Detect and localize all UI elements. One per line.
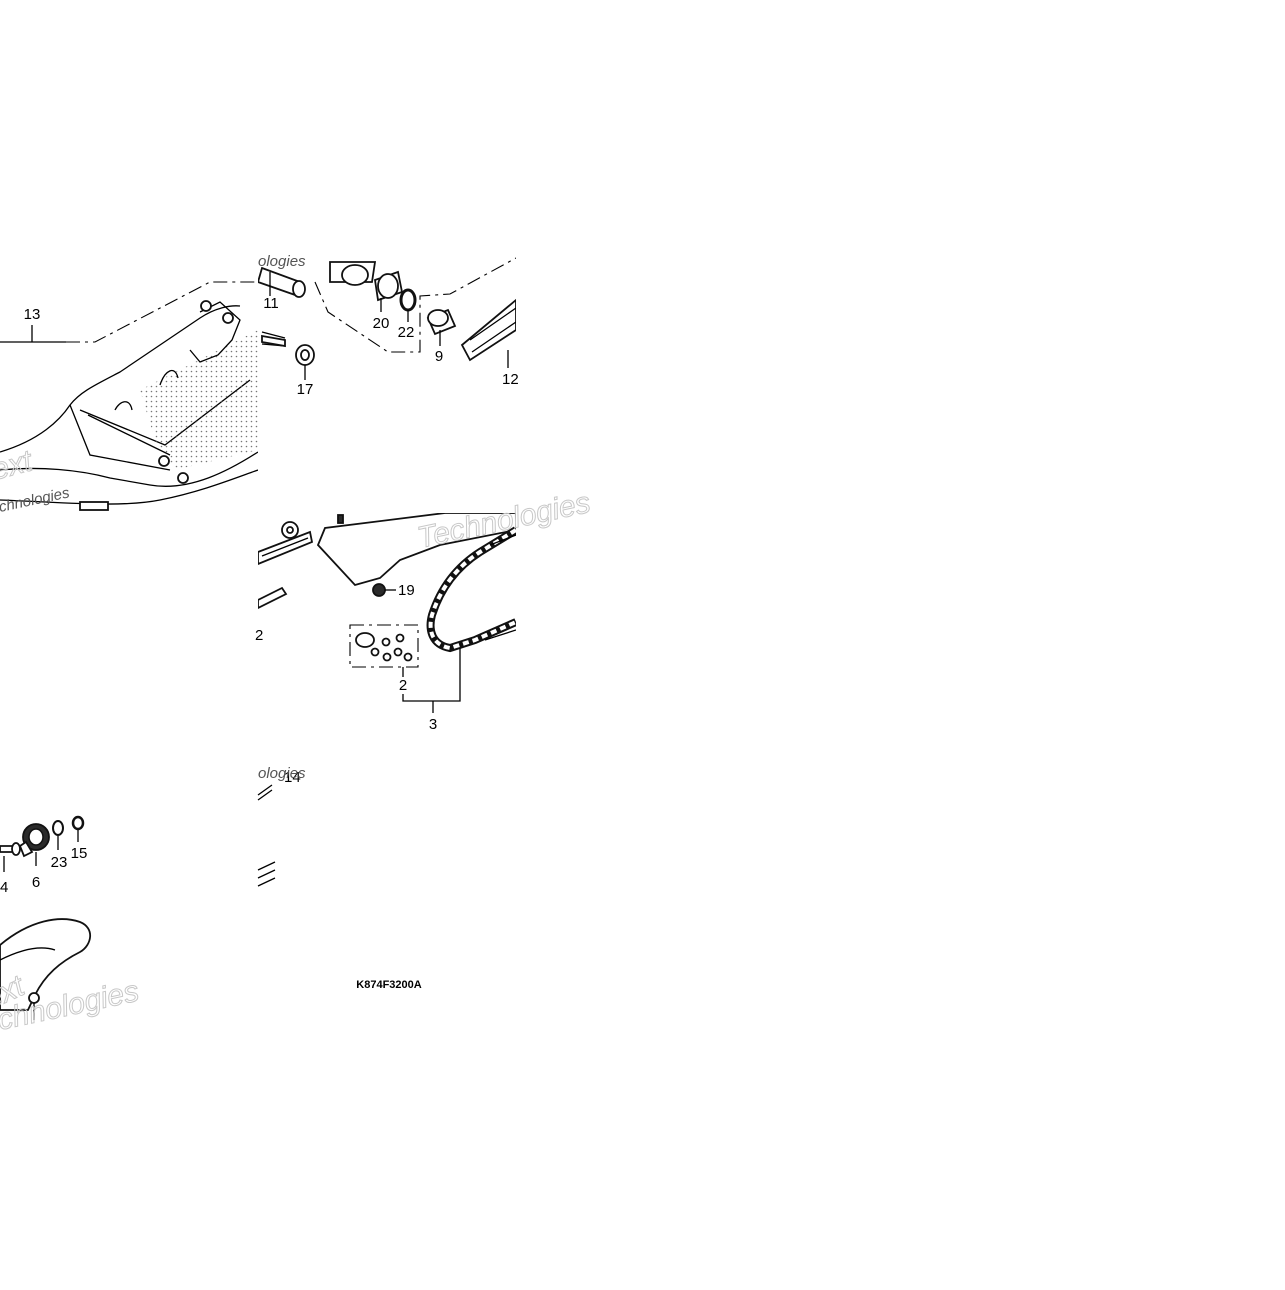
callout-2-left: 2 xyxy=(255,627,263,644)
callout-6: 6 xyxy=(32,874,40,891)
panel-chain-guard: 19 2 2 3 Technologies xyxy=(255,486,594,733)
callout-12: 12 xyxy=(502,371,519,388)
panel-fender: ext chnologies xyxy=(0,918,142,1037)
panel-adjuster-parts: 4 6 23 15 xyxy=(0,815,88,896)
callout-14: 14 xyxy=(284,769,301,786)
callout-20: 20 xyxy=(373,315,390,332)
callout-11: 11 xyxy=(263,295,279,312)
callout-9: 9 xyxy=(435,348,443,365)
callout-13: 13 xyxy=(24,306,41,323)
watermark-fragment: ologies xyxy=(258,253,306,270)
diagram-code: K874F3200A xyxy=(356,979,421,991)
watermark-fragment: ext xyxy=(0,444,37,487)
panel-pivot-parts: 11 17 20 22 9 12 ologies xyxy=(258,253,519,398)
callout-22: 22 xyxy=(398,324,415,341)
panel-strip: 14 ologies xyxy=(257,765,306,887)
callout-17: 17 xyxy=(297,381,314,398)
panel-swingarm: 13 ext chnologies xyxy=(0,281,258,516)
callout-2: 2 xyxy=(399,677,407,694)
callout-4: 4 xyxy=(0,879,8,896)
callout-15: 15 xyxy=(71,845,88,862)
watermark-brand: Technologies xyxy=(415,486,594,555)
callout-19: 19 xyxy=(398,582,415,599)
watermark-fragment: ologies xyxy=(258,765,306,782)
drive-chain xyxy=(426,526,516,653)
callout-23: 23 xyxy=(51,854,68,871)
callout-3: 3 xyxy=(429,716,437,733)
watermark-fragment: chnologies xyxy=(0,484,71,516)
